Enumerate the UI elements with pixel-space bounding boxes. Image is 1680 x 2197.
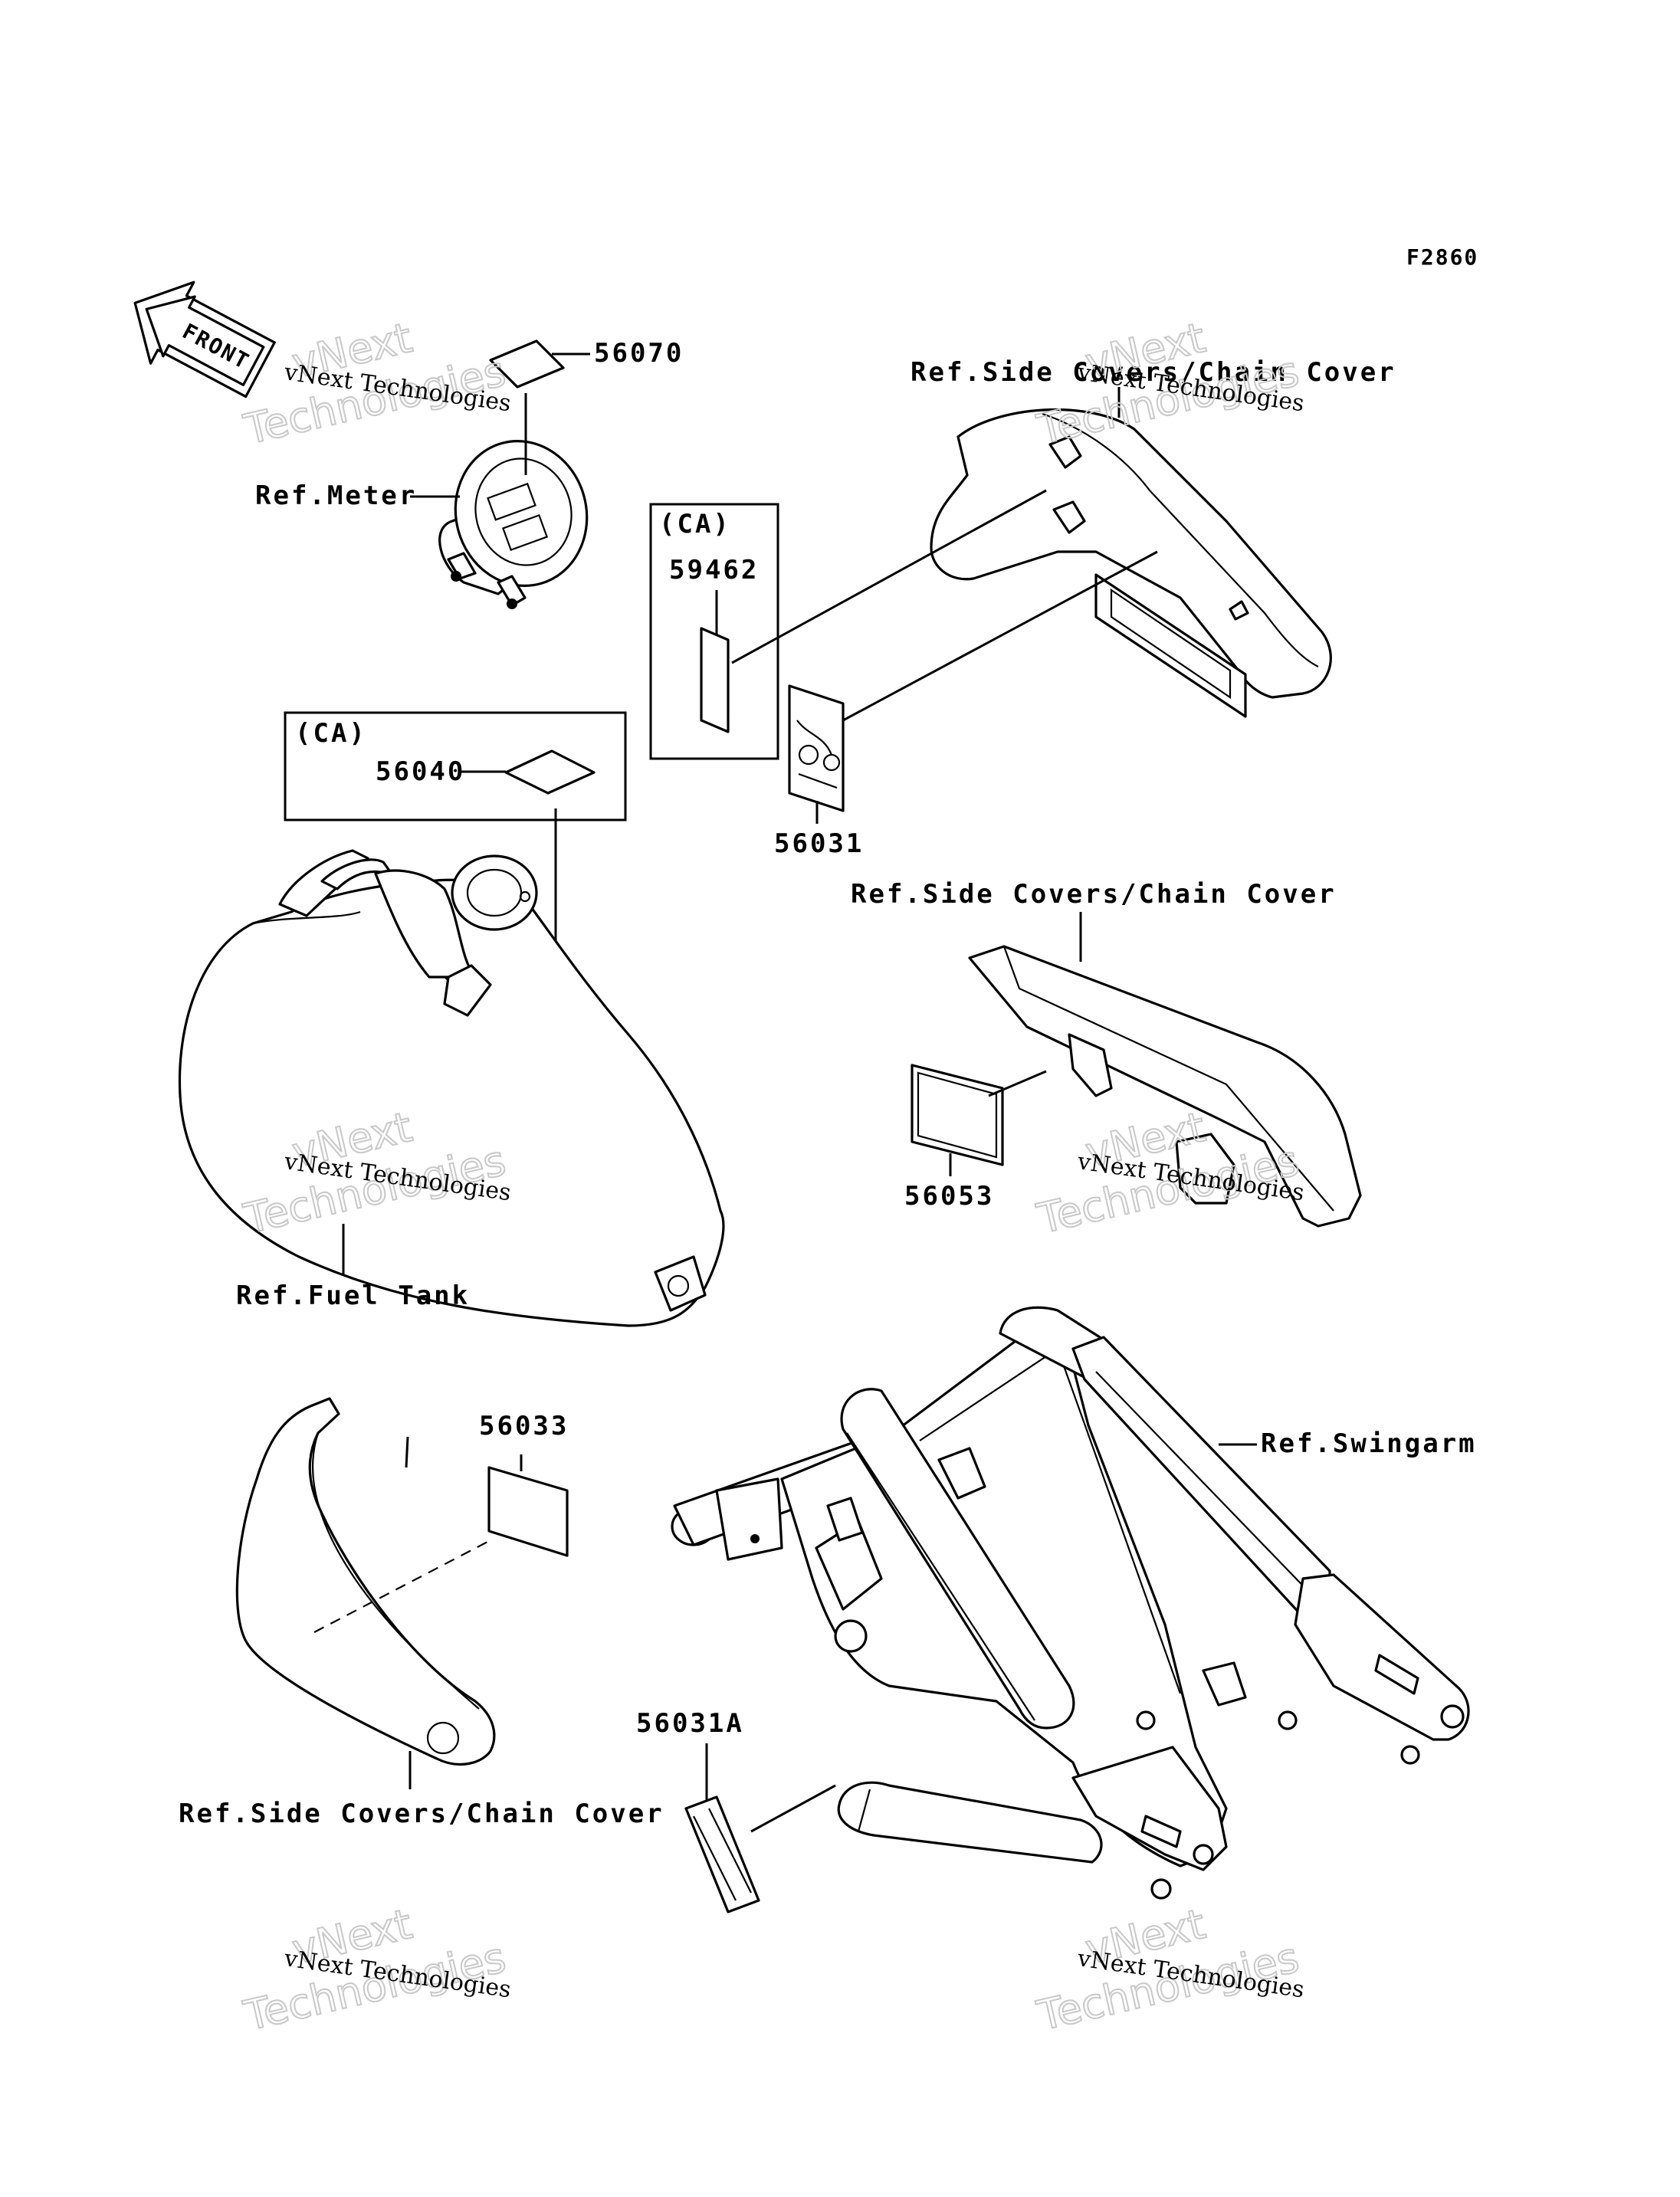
figure-code: F2860 (1406, 244, 1478, 270)
decal-56033-icon (487, 1466, 569, 1557)
decal-56040-icon (504, 749, 596, 795)
decal-56053-icon (911, 1064, 1004, 1166)
front-arrow-icon: FRONT (133, 280, 276, 398)
ref-side-covers-middle: Ref.Side Covers/Chain Cover (851, 879, 1337, 910)
decal-59462-icon (700, 627, 730, 733)
decal-56031-icon (788, 684, 845, 812)
part-56031: 56031 (774, 828, 864, 859)
part-56053: 56053 (904, 1181, 994, 1212)
ref-meter: Ref.Meter (255, 480, 417, 511)
ref-side-covers-top: Ref.Side Covers/Chain Cover (911, 357, 1396, 388)
swingarm-illustration (671, 1306, 1470, 1900)
part-56070: 56070 (594, 338, 684, 369)
part-59462: 59462 (669, 555, 759, 585)
decal-56031a-icon (684, 1795, 760, 1913)
part-56040: 56040 (376, 756, 465, 787)
ca-label-2: (CA) (295, 718, 367, 749)
ref-side-covers-bottom: Ref.Side Covers/Chain Cover (179, 1799, 664, 1829)
side-cover-top-illustration (930, 408, 1332, 718)
ca-label-1: (CA) (659, 509, 731, 539)
meter-illustration (438, 440, 589, 609)
ca-box-59462 (649, 503, 779, 760)
chain-cover-middle-illustration (968, 945, 1362, 1228)
fuel-tank-illustration (178, 849, 725, 1327)
ref-swingarm: Ref.Swingarm (1261, 1428, 1477, 1459)
ca-box-56040 (284, 711, 627, 821)
part-56033: 56033 (479, 1411, 569, 1441)
ref-fuel-tank: Ref.Fuel Tank (236, 1280, 470, 1311)
decal-56070-icon (489, 339, 565, 389)
side-cover-bottom-illustration (235, 1397, 496, 1766)
part-56031a: 56031A (636, 1708, 744, 1739)
